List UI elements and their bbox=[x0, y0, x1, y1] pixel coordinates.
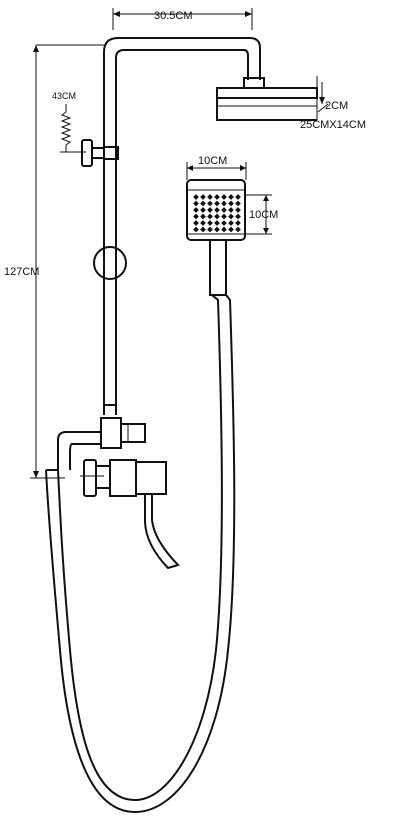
head-thickness-dimension: 2CM 25CMX14CM bbox=[300, 76, 366, 131]
hand-shower-head bbox=[186, 179, 246, 296]
spray-hole bbox=[228, 200, 234, 207]
spray-hole bbox=[228, 220, 234, 226]
spray-hole bbox=[193, 194, 199, 200]
handheld-height-dimension: 10CM bbox=[246, 194, 278, 235]
spray-hole bbox=[207, 213, 213, 220]
total-height-label: 127CM bbox=[4, 266, 39, 278]
handheld-height-label: 10CM bbox=[249, 209, 278, 221]
spray-hole bbox=[221, 220, 227, 226]
spray-hole bbox=[221, 200, 227, 207]
spray-hole bbox=[207, 226, 213, 233]
spray-hole bbox=[221, 194, 227, 200]
adjust-range-label: 43CM bbox=[52, 91, 76, 101]
arm-width-label: 30.5CM bbox=[154, 10, 193, 22]
slide-bracket bbox=[81, 139, 119, 167]
head-thickness-label: 2CM bbox=[325, 100, 348, 112]
total-height-dimension: 127CM bbox=[4, 44, 104, 479]
spray-hole bbox=[207, 200, 213, 207]
spray-hole bbox=[193, 213, 199, 220]
spray-hole bbox=[200, 200, 206, 207]
overhead-shower-head bbox=[216, 77, 318, 121]
diverter-body bbox=[57, 404, 146, 470]
spray-hole bbox=[207, 207, 213, 213]
mixer-valve bbox=[80, 459, 167, 497]
spray-hole bbox=[235, 200, 241, 207]
spray-hole bbox=[221, 226, 227, 233]
spray-hole bbox=[235, 220, 241, 226]
head-size-label: 25CMX14CM bbox=[300, 119, 366, 131]
spray-hole bbox=[193, 220, 199, 226]
spray-holes bbox=[193, 194, 241, 233]
spray-hole bbox=[193, 226, 199, 233]
spray-hole bbox=[235, 226, 241, 233]
spray-hole bbox=[214, 213, 220, 220]
spray-hole bbox=[235, 207, 241, 213]
spray-hole bbox=[207, 194, 213, 200]
spray-hole bbox=[214, 207, 220, 213]
riser-pipe bbox=[103, 37, 261, 415]
spray-hole bbox=[200, 226, 206, 233]
spray-hole bbox=[235, 194, 241, 200]
shower-hose bbox=[45, 294, 236, 814]
spray-hole bbox=[214, 200, 220, 207]
handheld-width-label: 10CM bbox=[198, 155, 227, 167]
adjust-range-dimension: 43CM bbox=[52, 91, 86, 153]
spray-hole bbox=[214, 220, 220, 226]
spray-hole bbox=[228, 207, 234, 213]
riser-ball-joint bbox=[93, 246, 127, 280]
spray-hole bbox=[193, 207, 199, 213]
arm-width-dimension: 30.5CM bbox=[112, 8, 253, 30]
spray-hole bbox=[200, 213, 206, 220]
handheld-width-dimension: 10CM bbox=[186, 155, 247, 180]
spray-hole bbox=[200, 220, 206, 226]
spray-hole bbox=[200, 207, 206, 213]
spray-hole bbox=[228, 226, 234, 233]
bath-spout bbox=[144, 494, 180, 570]
spray-hole bbox=[200, 194, 206, 200]
spray-hole bbox=[207, 220, 213, 226]
spray-hole bbox=[221, 207, 227, 213]
spray-hole bbox=[221, 213, 227, 220]
spray-hole bbox=[214, 226, 220, 233]
spray-hole bbox=[235, 213, 241, 220]
spray-hole bbox=[228, 213, 234, 220]
spray-hole bbox=[228, 194, 234, 200]
spray-hole bbox=[214, 194, 220, 200]
spray-hole bbox=[193, 200, 199, 207]
